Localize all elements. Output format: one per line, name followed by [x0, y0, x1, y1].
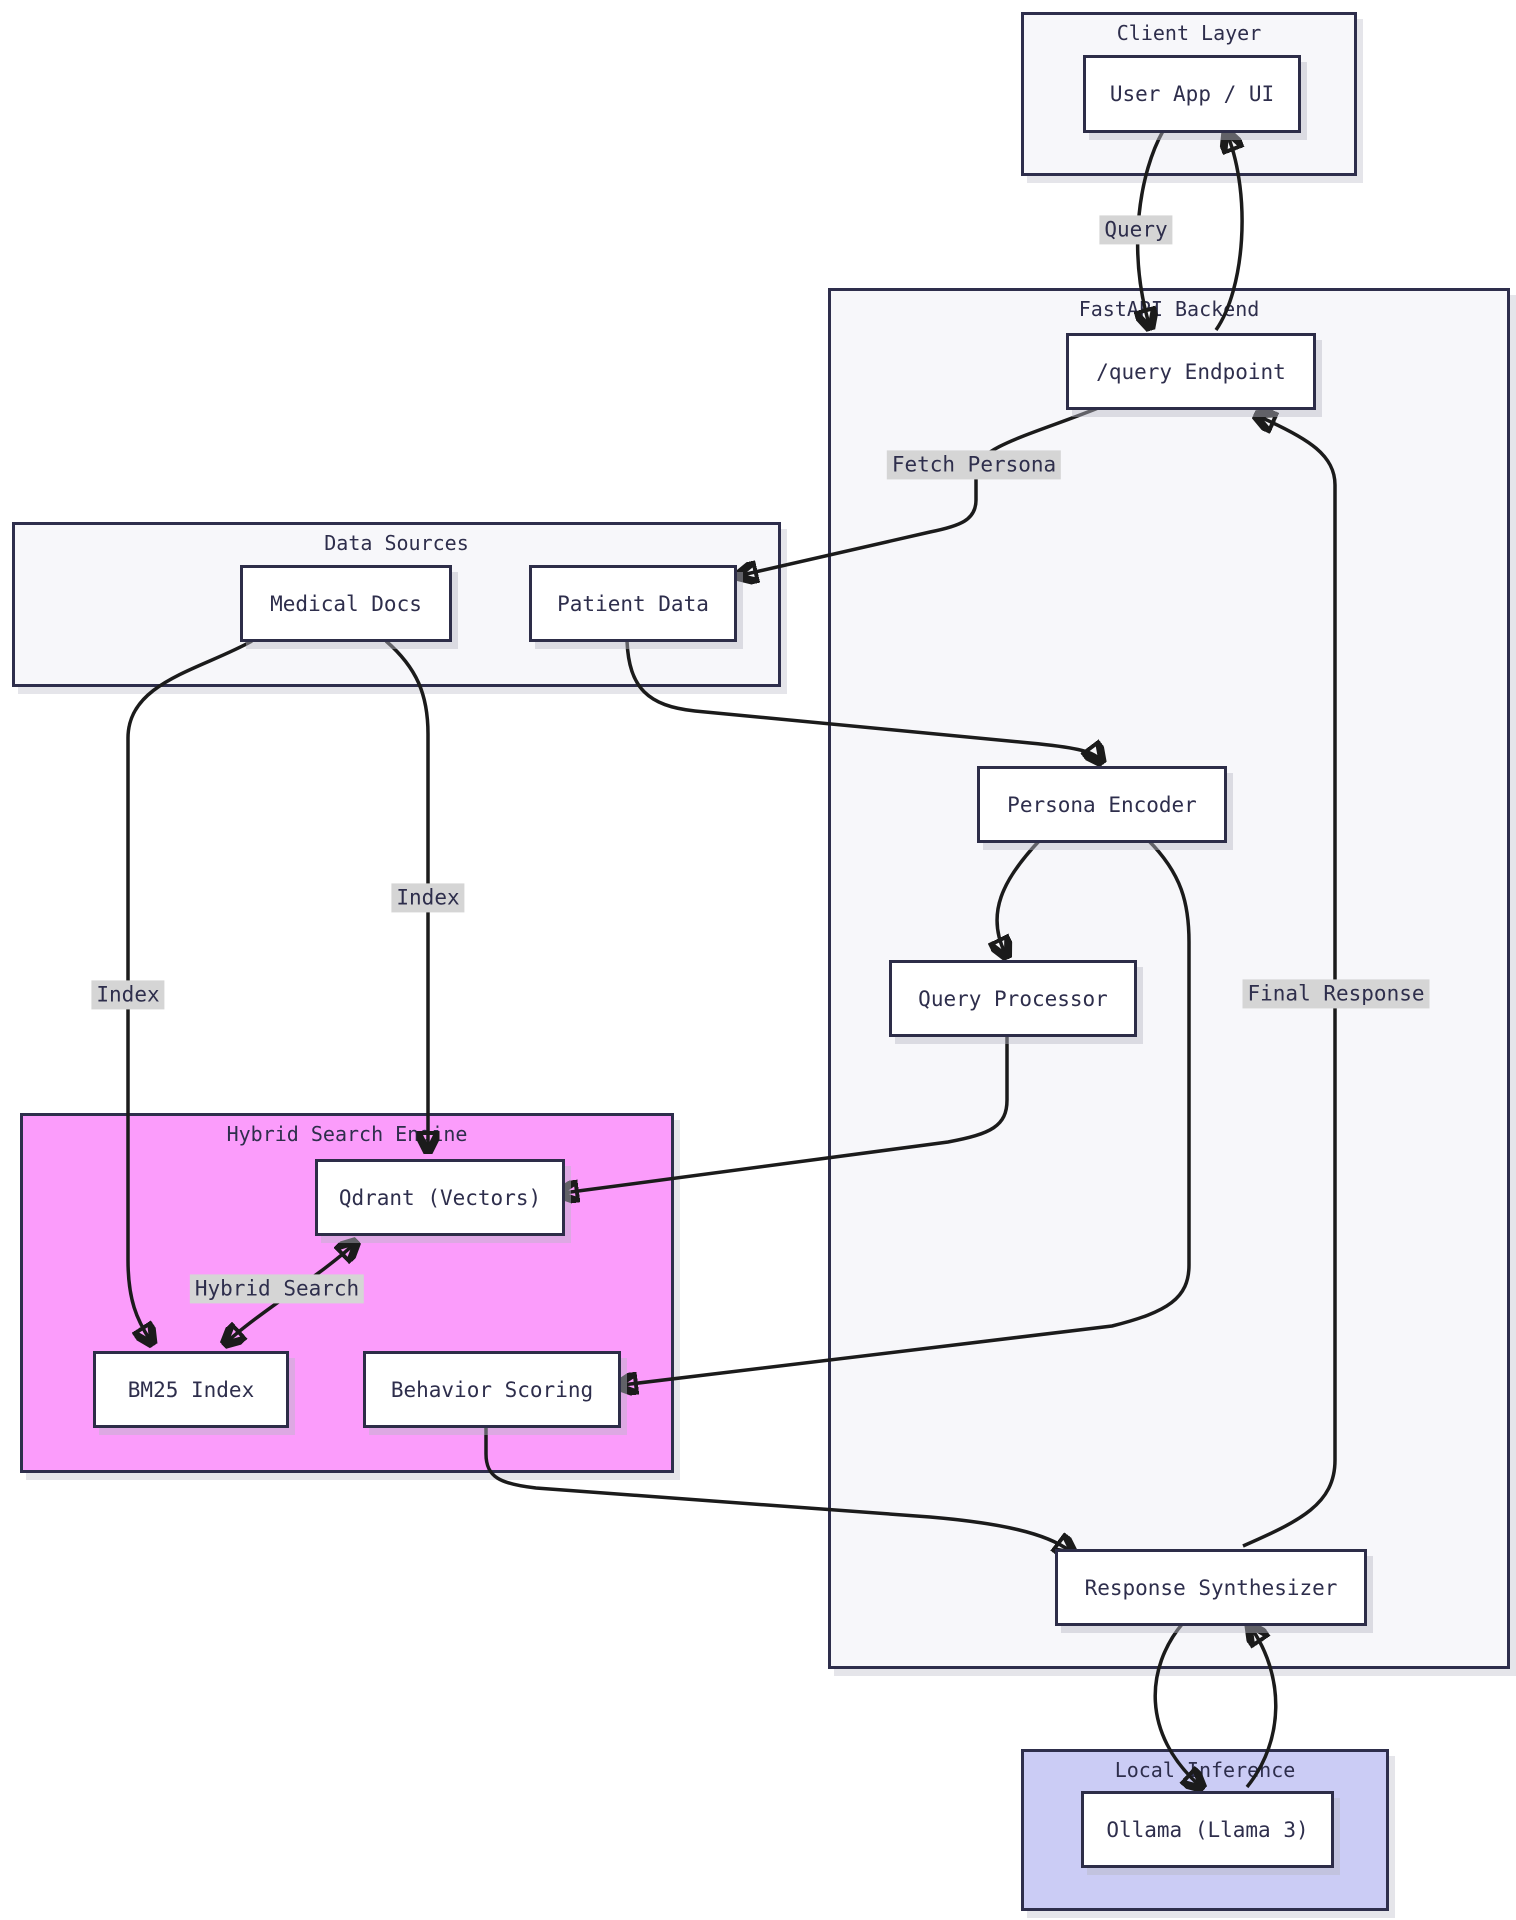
node-response-synthesizer: Response Synthesizer [1055, 1549, 1367, 1626]
node-medical-docs: Medical Docs [240, 565, 452, 642]
node-label-query-processor: Query Processor [918, 986, 1108, 1011]
node-qdrant: Qdrant (Vectors) [315, 1159, 565, 1236]
node-user-app: User App / UI [1083, 55, 1301, 133]
edge-patient-data-to-persona-encoder [625, 640, 1099, 759]
edge-final-response [1242, 417, 1337, 1548]
cluster-title-client-layer: Client Layer [1116, 21, 1262, 45]
node-bm25-index: BM25 Index [93, 1351, 289, 1428]
node-label-bm25-index: BM25 Index [127, 1377, 255, 1402]
cluster-fastapi-backend: FastAPI Backend /query Endpoint Persona … [828, 288, 1510, 1669]
edge-behavior-scoring-to-response-synthesizer [484, 1425, 1070, 1551]
node-label-query-endpoint: /query Endpoint [1096, 359, 1286, 384]
node-label-behavior-scoring: Behavior Scoring [390, 1377, 594, 1402]
node-behavior-scoring: Behavior Scoring [363, 1351, 621, 1428]
cluster-local-inference: Local Inference Ollama (Llama 3) [1021, 1749, 1389, 1911]
node-persona-encoder: Persona Encoder [977, 766, 1227, 843]
node-query-endpoint: /query Endpoint [1066, 333, 1316, 410]
edge-label-hybrid-search: Hybrid Search [189, 1274, 365, 1304]
cluster-data-sources: Data Sources Medical Docs Patient Data [12, 522, 781, 687]
edge-label-index-right: Index [391, 883, 465, 913]
cluster-client-layer: Client Layer User App / UI [1021, 12, 1357, 176]
edge-fetch-persona [742, 404, 1104, 575]
edge-index-medical-docs-to-qdrant [384, 639, 428, 1147]
node-query-processor: Query Processor [889, 960, 1137, 1037]
edge-ollama-to-response-synthesizer [1247, 1629, 1278, 1789]
edge-response-synthesizer-to-ollama [1153, 1621, 1199, 1785]
edge-label-final-response: Final Response [1242, 979, 1430, 1009]
node-label-response-synthesizer: Response Synthesizer [1084, 1575, 1338, 1600]
edge-label-fetch-persona: Fetch Persona [886, 450, 1062, 480]
edge-persona-encoder-to-query-processor [997, 838, 1042, 953]
edge-label-query: Query [1099, 215, 1173, 245]
node-ollama: Ollama (Llama 3) [1081, 1791, 1334, 1868]
node-label-ollama: Ollama (Llama 3) [1106, 1817, 1309, 1842]
edge-persona-encoder-to-behavior-scoring [622, 838, 1191, 1385]
node-label-persona-encoder: Persona Encoder [1007, 792, 1197, 817]
node-label-user-app: User App / UI [1109, 82, 1275, 106]
edge-index-medical-docs-to-bm25 [126, 639, 253, 1340]
node-label-patient-data: Patient Data [557, 591, 709, 616]
edge-label-index-left: Index [91, 980, 165, 1010]
edge-query-endpoint-to-user-app [1214, 136, 1242, 331]
edge-query-processor-to-qdrant [563, 1034, 1009, 1193]
node-label-medical-docs: Medical Docs [270, 591, 422, 616]
edge-user-app-to-query-endpoint [1138, 130, 1165, 324]
cluster-title-data-sources: Data Sources [324, 531, 469, 555]
node-patient-data: Patient Data [529, 565, 737, 642]
node-label-qdrant: Qdrant (Vectors) [338, 1185, 542, 1210]
